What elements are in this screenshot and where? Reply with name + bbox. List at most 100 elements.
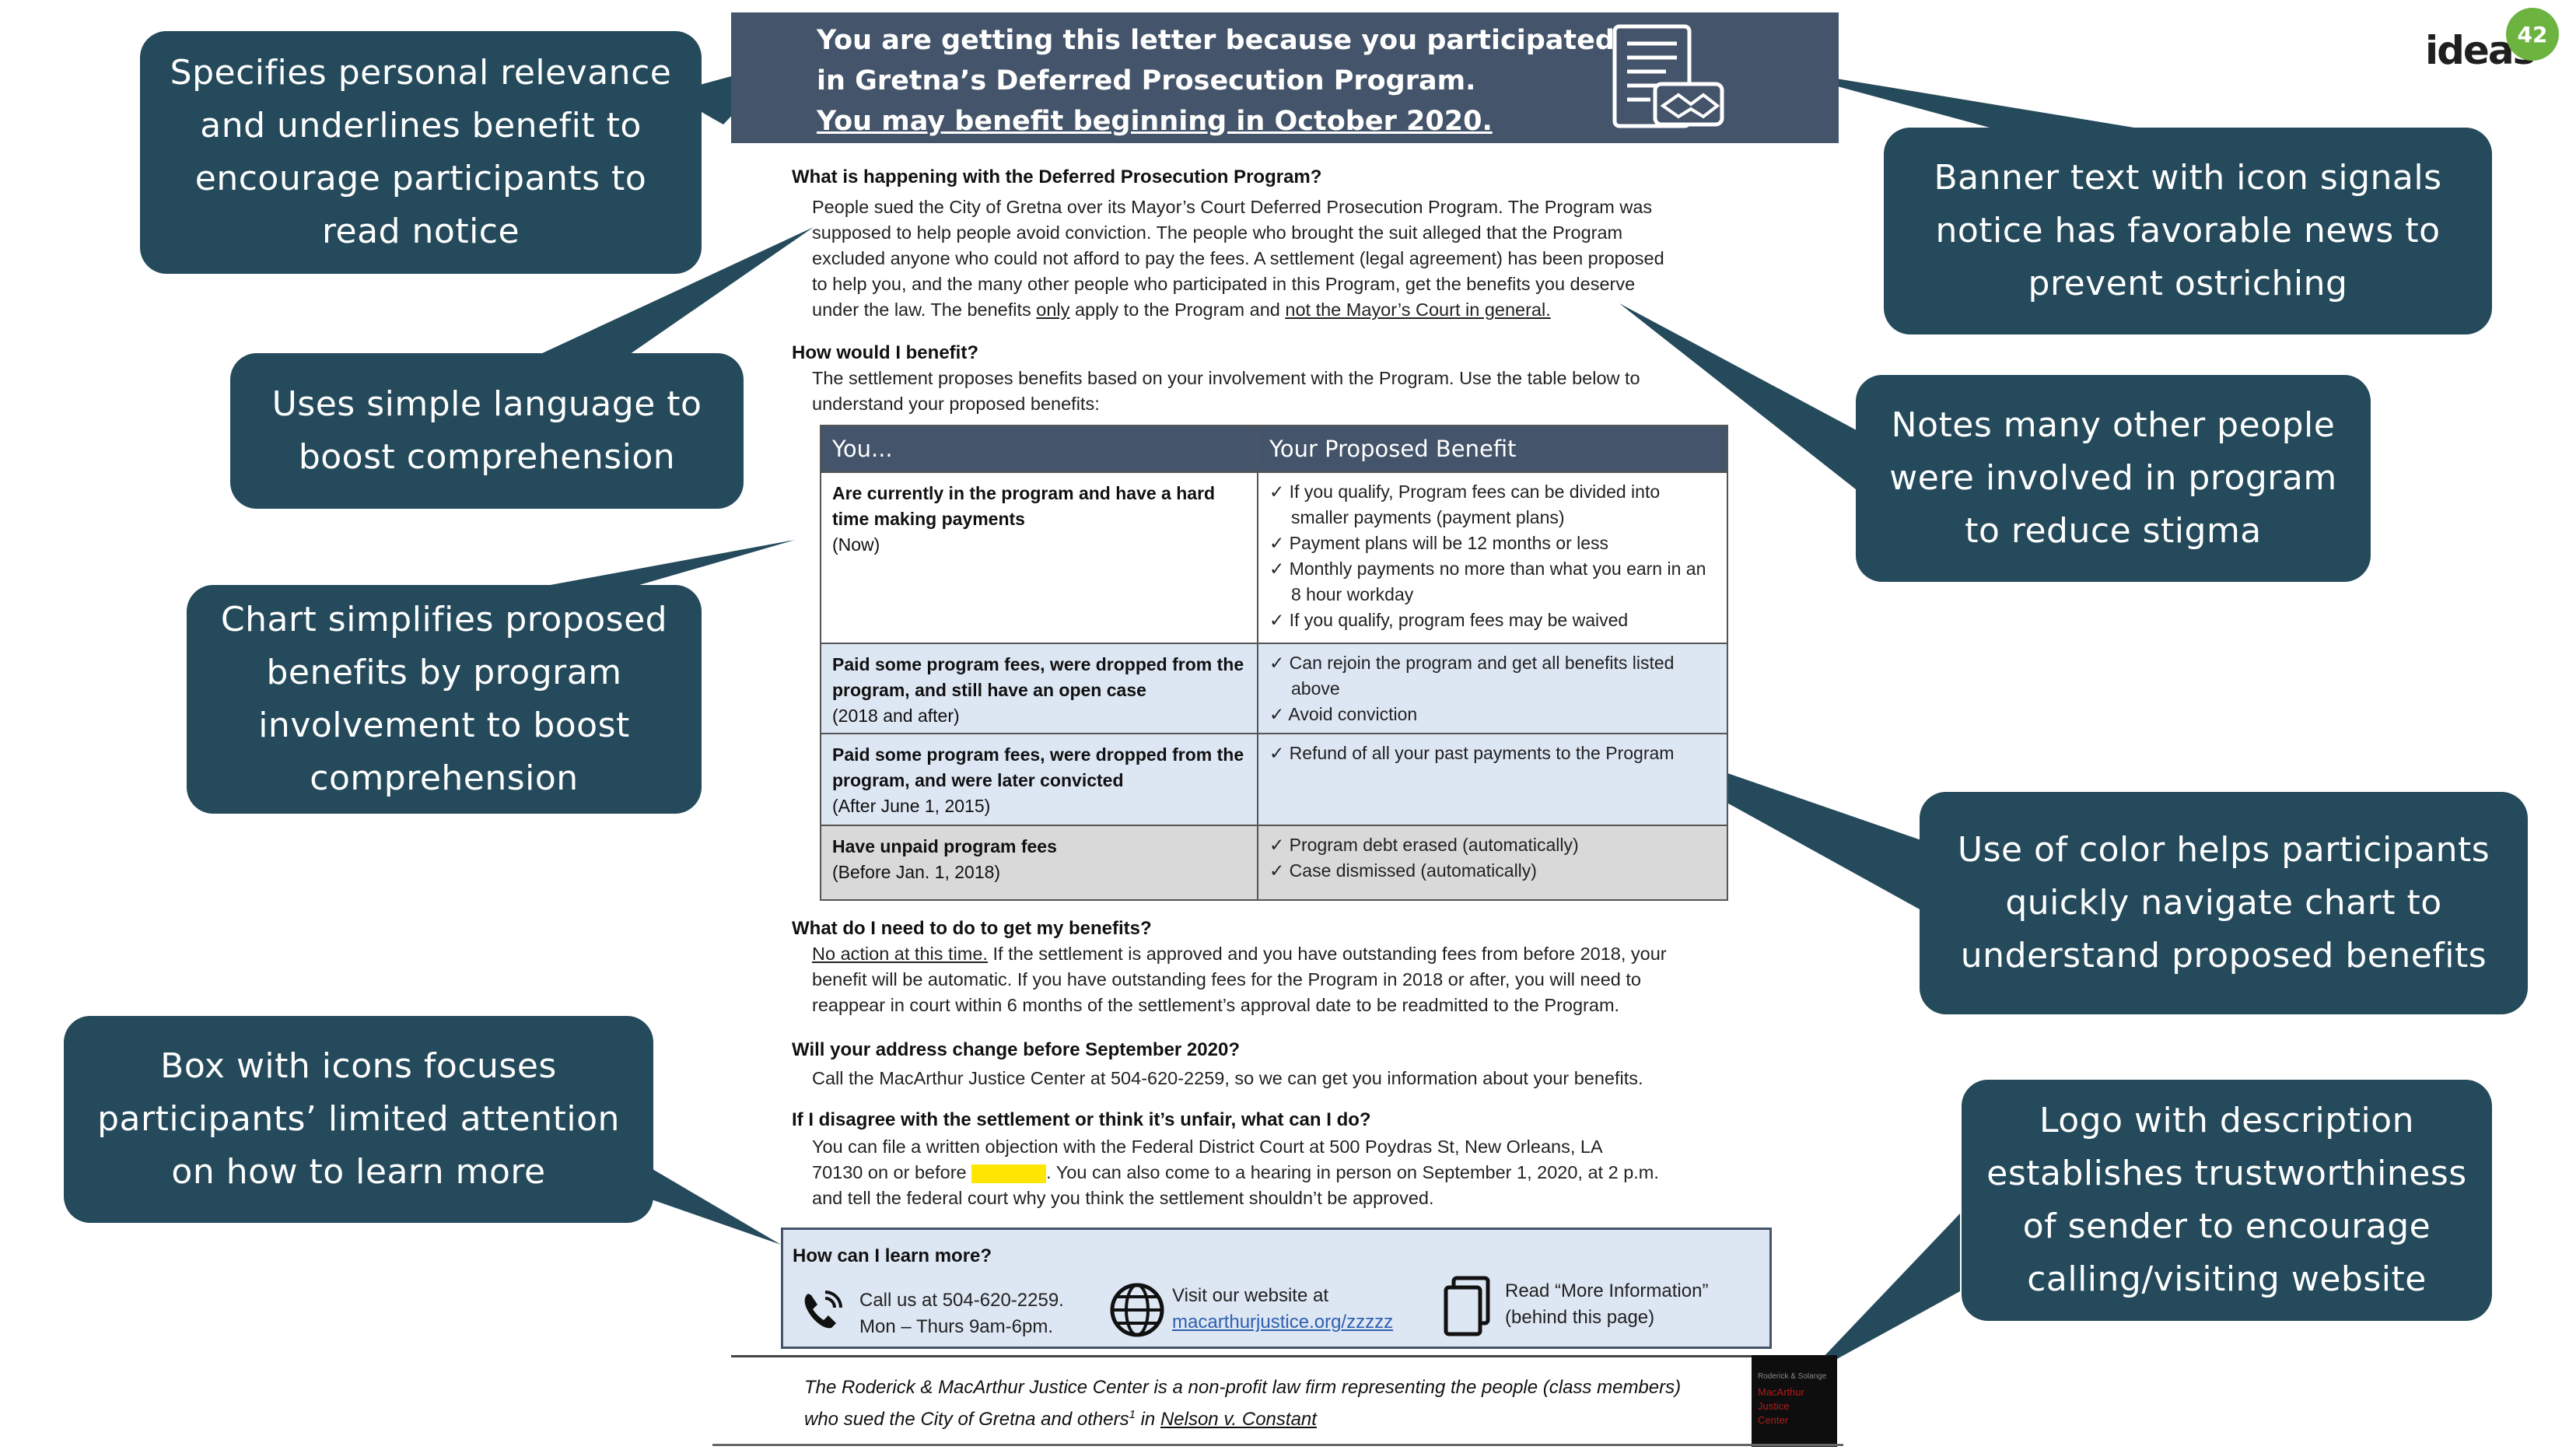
learn-more-read: Read “More Information” (behind this pag…: [1505, 1278, 1708, 1331]
paragraph-get-benefits: No action at this time. If the settlemen…: [812, 941, 1667, 1018]
check-icon: ✓: [1269, 482, 1285, 502]
logo-line: Roderick & Solange: [1758, 1372, 1827, 1381]
footer-divider: [731, 1355, 1837, 1357]
text-line: reappear in court within 6 months of the…: [812, 995, 1620, 1015]
question-benefit: How would I benefit?: [792, 342, 978, 363]
footer-line-1: The Roderick & MacArthur Justice Center …: [804, 1377, 1682, 1398]
underlined-not-general: not the Mayor’s Court in general.: [1285, 299, 1551, 320]
cell-note: (Before Jan. 1, 2018): [832, 862, 1001, 882]
benefit-item: ✓ Payment plans will be 12 months or les…: [1269, 531, 1713, 556]
benefit-text: Case dismissed (automatically): [1289, 860, 1537, 881]
notice-banner: You are getting this letter because you …: [731, 12, 1839, 143]
table-row: Have unpaid program fees (Before Jan. 1, …: [821, 825, 1727, 899]
text-line: and tell the federal court why you think…: [812, 1188, 1434, 1208]
table-cell-you: Are currently in the program and have a …: [832, 481, 1244, 558]
benefit-text: Avoid conviction: [1288, 704, 1418, 724]
cell-bold-text: Are currently in the program and have a …: [832, 483, 1216, 529]
table-header: You... Your Proposed Benefit: [821, 426, 1727, 471]
check-icon: ✓: [1269, 860, 1285, 881]
pointer-simple-language: [529, 227, 814, 359]
benefits-table: You... Your Proposed Benefit Are current…: [820, 425, 1728, 901]
date-placeholder-highlight: [971, 1164, 1047, 1183]
text-span: under the law. The benefits: [812, 299, 1037, 320]
table-cell-benefit: ✓ Program debt erased (automatically) ✓ …: [1269, 832, 1713, 884]
macarthur-justice-center-logo: Roderick & Solange MacArthur Justice Cen…: [1752, 1355, 1837, 1447]
cell-bold-text: Paid some program fees, were dropped fro…: [832, 744, 1244, 790]
benefit-text: Refund of all your past payments to the …: [1289, 743, 1675, 763]
website-label: Visit our website at: [1172, 1285, 1328, 1306]
footer-description: The Roderick & MacArthur Justice Center …: [804, 1374, 1681, 1433]
footer-line-2: who sued the City of Gretna and others1 …: [804, 1401, 1681, 1433]
text-line: under the law. The benefits only apply t…: [812, 297, 1664, 323]
text-line: 70130 on or before . You can also come t…: [812, 1160, 1659, 1186]
underlined-only: only: [1036, 299, 1070, 320]
text-line: benefit will be automatic. If you have o…: [812, 969, 1641, 989]
benefit-text: Can rejoin the program and get all benef…: [1289, 653, 1675, 699]
check-icon: ✓: [1269, 610, 1285, 630]
banner-line-2: in Gretna’s Deferred Prosecution Program…: [817, 65, 1476, 96]
cell-note: (Now): [832, 534, 880, 555]
learn-more-website[interactable]: Visit our website at macarthurjustice.or…: [1172, 1283, 1393, 1336]
table-cell-you: Paid some program fees, were dropped fro…: [832, 742, 1244, 819]
hours-text: Mon – Thurs 9am-6pm.: [859, 1316, 1053, 1337]
text-line: to help you, and the many other people w…: [812, 274, 1636, 294]
check-icon: ✓: [1269, 533, 1285, 553]
table-cell-benefit: ✓ Refund of all your past payments to th…: [1269, 741, 1713, 766]
phone-icon: [804, 1291, 842, 1329]
globe-icon: [1110, 1283, 1164, 1337]
pointer-many-people: [1619, 303, 1867, 498]
read-note: (behind this page): [1505, 1307, 1655, 1328]
benefit-text: Payment plans will be 12 months or less: [1289, 533, 1609, 553]
text-span: apply to the Program and: [1069, 299, 1286, 320]
text-line: You can file a written objection with th…: [812, 1137, 1603, 1157]
benefit-item: ✓ If you qualify, program fees may be wa…: [1269, 608, 1713, 633]
benefit-text: If you qualify, program fees may be waiv…: [1289, 610, 1629, 630]
callout-many-people: Notes many other people were involved in…: [1856, 375, 2371, 582]
check-icon: ✓: [1269, 704, 1285, 724]
cell-note: (After June 1, 2015): [832, 796, 991, 816]
callout-chart: Chart simplifies proposed benefits by pr…: [187, 585, 702, 814]
cell-note: (2018 and after): [832, 706, 960, 726]
learn-more-phone[interactable]: Call us at 504-620-2259. Mon – Thurs 9am…: [859, 1287, 1064, 1340]
learn-more-box: How can I learn more? Call us at 504-620…: [781, 1228, 1772, 1349]
underlined-no-action: No action at this time.: [812, 944, 988, 964]
table-row: Paid some program fees, were dropped fro…: [821, 733, 1727, 825]
website-link[interactable]: macarthurjustice.org/zzzzz: [1172, 1312, 1394, 1333]
text-line: People sued the City of Gretna over its …: [812, 197, 1653, 217]
callout-banner: Banner text with icon signals notice has…: [1884, 128, 2492, 334]
footer-text-span: in: [1135, 1409, 1160, 1430]
page-bottom-border: [712, 1444, 1843, 1446]
benefit-item: ✓ Monthly payments no more than what you…: [1269, 556, 1713, 608]
check-icon: ✓: [1269, 835, 1285, 855]
cell-bold-text: Have unpaid program fees: [832, 836, 1057, 856]
table-cell-you: Have unpaid program fees (Before Jan. 1, …: [832, 834, 1244, 885]
logo-line: Justice: [1758, 1400, 1790, 1412]
text-line: excluded anyone who could not afford to …: [812, 248, 1664, 268]
logo-line: Center: [1758, 1414, 1789, 1426]
benefit-text: If you qualify, Program fees can be divi…: [1289, 482, 1661, 527]
text-line: supposed to help people avoid conviction…: [812, 222, 1623, 243]
column-header-you: You...: [832, 436, 893, 462]
text-line: understand your proposed benefits:: [812, 394, 1100, 414]
benefit-text: Program debt erased (automatically): [1289, 835, 1579, 855]
banner-text: You are getting this letter because you …: [817, 20, 1615, 142]
callout-box-icons: Box with icons focuses participants’ lim…: [64, 1016, 653, 1223]
column-header-benefit: Your Proposed Benefit: [1269, 436, 1517, 462]
check-icon: ✓: [1269, 559, 1285, 579]
text-span: 70130 on or before: [812, 1162, 972, 1182]
table-row: Are currently in the program and have a …: [821, 471, 1727, 643]
pointer-logo: [1804, 1214, 1960, 1377]
table-row: Paid some program fees, were dropped fro…: [821, 643, 1727, 733]
benefit-item: ✓ Case dismissed (automatically): [1269, 858, 1713, 884]
callout-logo: Logo with description establishes trustw…: [1962, 1080, 2492, 1321]
callout-color: Use of color helps participants quickly …: [1920, 792, 2528, 1014]
paragraph-address-change: Call the MacArthur Justice Center at 504…: [812, 1068, 1643, 1088]
callout-simple-language: Uses simple language to boost comprehens…: [230, 353, 744, 509]
paragraph-program: People sued the City of Gretna over its …: [812, 194, 1664, 323]
table-cell-benefit: ✓ Can rejoin the program and get all ben…: [1269, 650, 1713, 727]
check-icon: ✓: [1269, 743, 1285, 763]
table-cell-benefit: ✓ If you qualify, Program fees can be di…: [1269, 479, 1713, 633]
benefit-item: ✓ If you qualify, Program fees can be di…: [1269, 479, 1713, 531]
phone-text: Call us at 504-620-2259.: [859, 1290, 1064, 1311]
benefit-item: ✓ Can rejoin the program and get all ben…: [1269, 650, 1713, 702]
